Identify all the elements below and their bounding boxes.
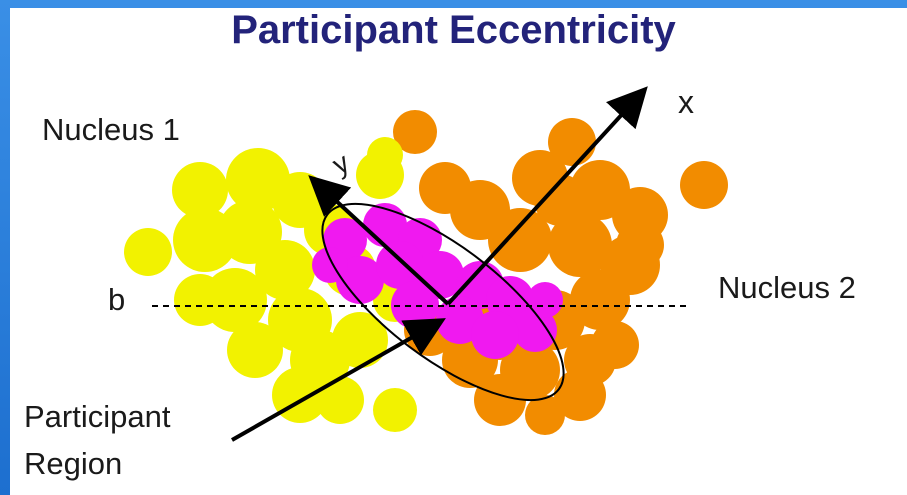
y-axis-arrow	[308, 175, 450, 306]
nucleus-1-nucleons	[124, 137, 417, 432]
nucleus-2-nucleons	[393, 110, 728, 435]
impact-parameter-label: b	[108, 282, 126, 317]
slide-title: Participant Eccentricity	[231, 8, 676, 52]
nucleus-2-label: Nucleus 2	[718, 270, 856, 305]
participant-region-label-line2: Region	[24, 446, 123, 481]
participant-region-label: Participant Region	[24, 393, 170, 487]
participant-region-label-line1: Participant	[24, 399, 171, 434]
participant-nucleons	[312, 203, 563, 359]
participant-region-pointer	[231, 318, 446, 442]
nucleus-1-label: Nucleus 1	[42, 112, 180, 147]
x-axis-arrow	[446, 86, 648, 306]
x-axis-label: x	[678, 84, 694, 120]
